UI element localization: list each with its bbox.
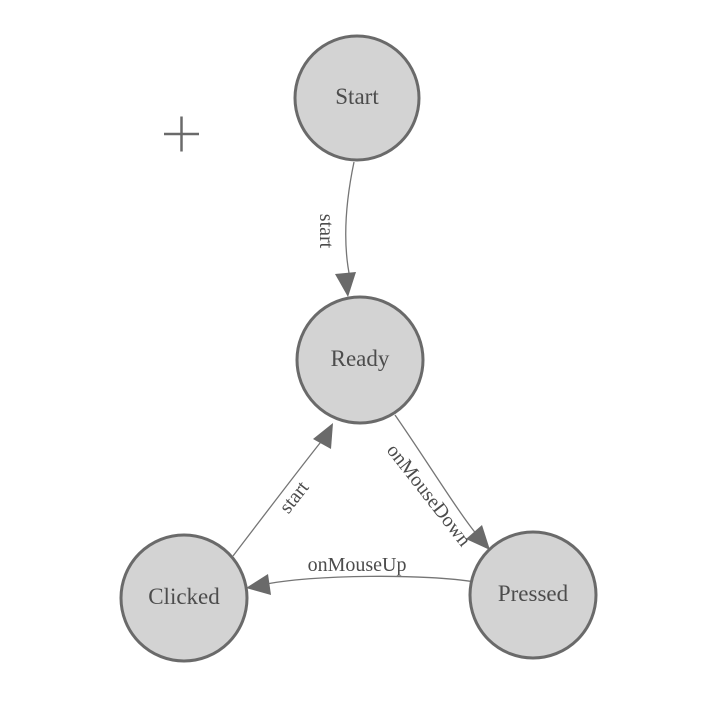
node-clicked[interactable]: Clicked <box>119 533 249 663</box>
edge-line <box>394 414 479 537</box>
node-circle <box>293 34 421 162</box>
edge-start-to-ready[interactable]: start <box>315 161 356 297</box>
node-label: Pressed <box>498 581 569 606</box>
node-circle <box>468 530 598 660</box>
edge-ready-to-pressed[interactable]: onMouseDown <box>382 414 490 551</box>
edge-label-onmousedown: onMouseDown <box>382 440 475 551</box>
arrowhead-icon <box>466 525 490 550</box>
node-label: Clicked <box>148 584 220 609</box>
edge-label-start-return: start <box>275 477 314 518</box>
edge-line <box>261 575 476 586</box>
plus-icon[interactable] <box>164 116 199 152</box>
arrowhead-icon <box>313 423 333 449</box>
node-pressed[interactable]: Pressed <box>468 530 598 660</box>
edge-line <box>232 437 325 557</box>
node-circle <box>119 533 249 663</box>
node-label: Start <box>335 84 379 109</box>
node-ready[interactable]: Ready <box>295 295 425 425</box>
node-start[interactable]: Start <box>293 34 421 162</box>
edge-line <box>345 161 355 279</box>
node-label: Ready <box>331 346 390 371</box>
edge-pressed-to-clicked[interactable]: onMouseUp <box>246 554 476 595</box>
arrowhead-icon <box>335 272 356 297</box>
edge-label-start: start <box>315 214 337 249</box>
edge-clicked-to-ready[interactable]: start <box>232 423 333 557</box>
arrowhead-icon <box>246 574 271 595</box>
edge-label-onmouseup: onMouseUp <box>308 554 407 576</box>
node-circle <box>295 295 425 425</box>
